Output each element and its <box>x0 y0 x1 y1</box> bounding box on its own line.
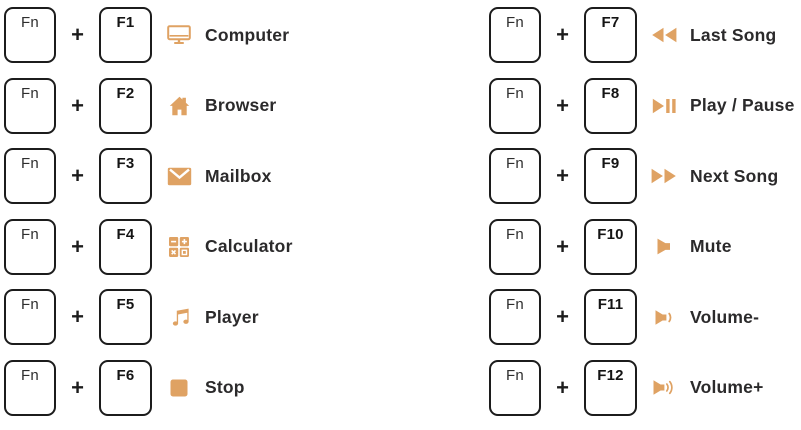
f2-key-label: F2 <box>116 84 135 102</box>
plus-separator: + <box>71 304 84 329</box>
home-icon <box>165 78 193 134</box>
fn-key: Fn <box>489 77 541 134</box>
shortcut-row-f1: Fn + F1 Computer <box>4 7 293 63</box>
rewind-icon <box>650 7 678 63</box>
f7-key: F7 <box>584 7 637 63</box>
shortcut-label: Mute <box>690 236 732 256</box>
shortcut-row-f9: Fn + F9 Next Song <box>489 148 795 204</box>
f4-key: F4 <box>99 218 152 275</box>
fn-key-label: Fn <box>505 366 525 384</box>
legend-column-left: Fn + F1 Computer Fn + F2 Bro <box>4 7 293 430</box>
fn-key-label: Fn <box>505 296 525 313</box>
shortcut-row-f7: Fn + F7 Last Song <box>489 7 795 63</box>
shortcut-label: Mailbox <box>205 165 272 186</box>
mailbox-icon <box>165 148 193 204</box>
shortcut-label: Browser <box>205 95 277 115</box>
shortcut-row-f6: Fn + F6 Stop <box>4 359 293 416</box>
shortcut-label: Stop <box>205 377 245 397</box>
f11-key-label: F11 <box>597 296 624 313</box>
plus-separator: + <box>556 22 569 47</box>
f9-key-label: F9 <box>601 155 620 172</box>
volume-up-icon <box>650 360 678 416</box>
f8-key-label: F8 <box>601 84 620 102</box>
fn-key: Fn <box>4 289 56 345</box>
fn-key: Fn <box>4 218 56 275</box>
shortcut-row-f10: Fn + F10 Mute <box>489 218 795 275</box>
shortcut-label: Play / Pause <box>690 95 795 115</box>
f6-key-label: F6 <box>116 366 135 384</box>
fn-key: Fn <box>4 77 56 134</box>
f6-key: F6 <box>99 359 152 416</box>
f5-key-label: F5 <box>116 296 135 313</box>
shortcut-row-f11: Fn + F11 Volume- <box>489 289 795 345</box>
fn-key-label: Fn <box>20 84 40 102</box>
shortcut-row-f8: Fn + F8 Play / Pause <box>489 77 795 134</box>
f9-key: F9 <box>584 148 637 204</box>
shortcut-row-f4: Fn + F4 Calculator <box>4 218 293 275</box>
f8-key: F8 <box>584 77 637 134</box>
plus-separator: + <box>556 304 569 329</box>
f3-key: F3 <box>99 148 152 204</box>
fn-key-label: Fn <box>20 296 40 313</box>
volume-down-icon <box>650 289 678 345</box>
fn-key: Fn <box>489 218 541 275</box>
f10-key-label: F10 <box>597 225 624 243</box>
shortcut-label: Player <box>205 306 259 327</box>
f7-key-label: F7 <box>601 14 620 31</box>
plus-separator: + <box>556 233 569 259</box>
f1-key: F1 <box>99 7 152 63</box>
fn-key: Fn <box>489 7 541 63</box>
plus-separator: + <box>71 22 84 47</box>
shortcut-label: Computer <box>205 24 290 45</box>
f12-key-label: F12 <box>597 366 624 384</box>
shortcut-label: Calculator <box>205 236 293 256</box>
f4-key-label: F4 <box>116 225 135 243</box>
fn-key-label: Fn <box>505 84 525 102</box>
fn-key: Fn <box>489 148 541 204</box>
fn-key-label: Fn <box>20 225 40 243</box>
shortcut-label: Last Song <box>690 24 777 45</box>
plus-separator: + <box>71 163 84 188</box>
fn-key-label: Fn <box>505 14 525 31</box>
plus-separator: + <box>556 374 569 400</box>
shortcut-label: Volume- <box>690 306 760 327</box>
fn-key: Fn <box>4 7 56 63</box>
fn-key-label: Fn <box>20 14 40 31</box>
fast-forward-icon <box>650 148 678 204</box>
shortcut-row-f12: Fn + F12 Volume+ <box>489 359 795 416</box>
f2-key: F2 <box>99 77 152 134</box>
calculator-icon <box>165 219 193 275</box>
play-pause-icon <box>650 78 678 134</box>
fn-key: Fn <box>489 359 541 416</box>
plus-separator: + <box>71 233 84 259</box>
fn-key: Fn <box>4 359 56 416</box>
fn-key-label: Fn <box>505 225 525 243</box>
shortcut-label: Volume+ <box>690 377 764 397</box>
legend-column-right: Fn + F7 Last Song Fn + F8 Pl <box>489 7 795 430</box>
fn-key: Fn <box>4 148 56 204</box>
shortcut-row-f2: Fn + F2 Browser <box>4 77 293 134</box>
f10-key: F10 <box>584 218 637 275</box>
shortcut-label: Next Song <box>690 165 779 186</box>
fn-key: Fn <box>489 289 541 345</box>
plus-separator: + <box>71 374 84 400</box>
f1-key-label: F1 <box>116 14 135 31</box>
f5-key: F5 <box>99 289 152 345</box>
music-note-icon <box>165 289 193 345</box>
mute-icon <box>650 219 678 275</box>
plus-separator: + <box>556 163 569 188</box>
plus-separator: + <box>556 92 569 118</box>
plus-separator: + <box>71 92 84 118</box>
stop-icon <box>165 360 193 416</box>
f3-key-label: F3 <box>116 155 135 172</box>
f11-key: F11 <box>584 289 637 345</box>
f12-key: F12 <box>584 359 637 416</box>
shortcut-row-f3: Fn + F3 Mailbox <box>4 148 293 204</box>
computer-icon <box>165 7 193 63</box>
fn-key-label: Fn <box>505 155 525 172</box>
fn-key-label: Fn <box>20 155 40 172</box>
shortcut-row-f5: Fn + F5 Player <box>4 289 293 345</box>
fn-key-label: Fn <box>20 366 40 384</box>
